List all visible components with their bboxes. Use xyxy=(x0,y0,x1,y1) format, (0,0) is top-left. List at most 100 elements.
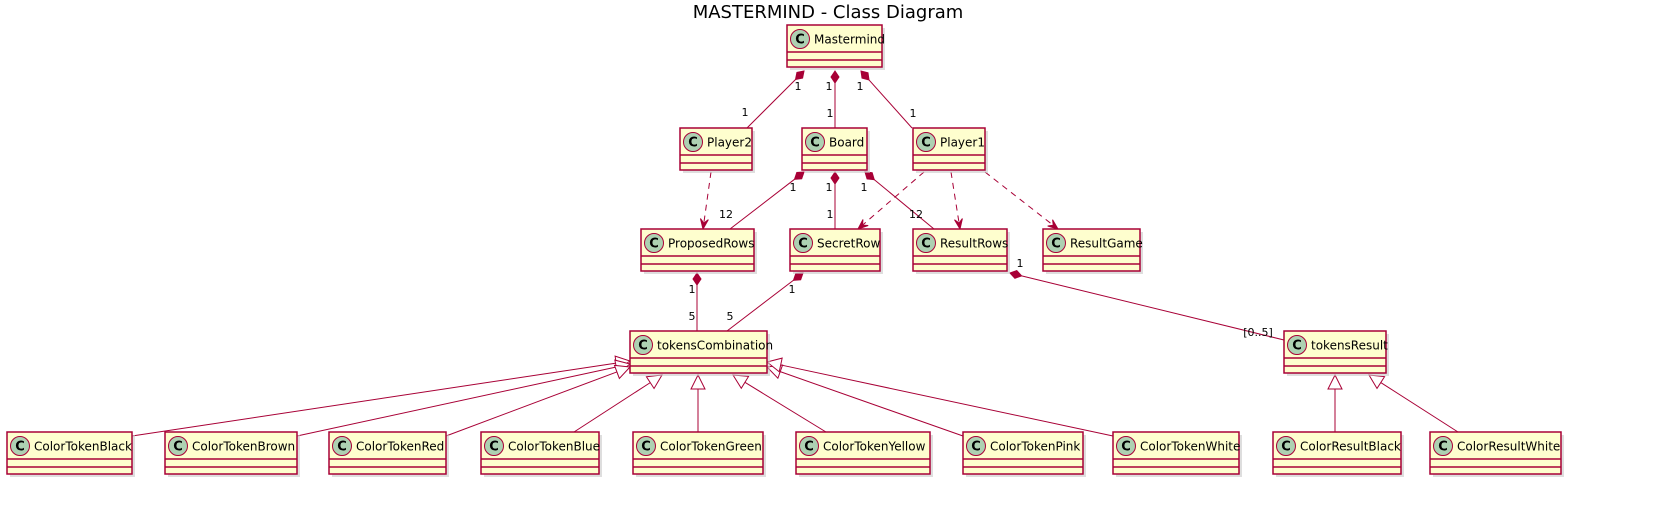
dependency-arrowhead xyxy=(954,218,963,231)
composition-line xyxy=(729,178,795,230)
class-stereotype-letter: C xyxy=(173,440,183,455)
class-stereotype-letter: C xyxy=(810,136,820,151)
inheritance-line xyxy=(1380,382,1459,433)
class-colorTokenYellow[interactable]: C ColorTokenYellow xyxy=(795,431,933,477)
class-stereotype-icon xyxy=(966,436,986,456)
relation-dependency-player1-resultRows xyxy=(950,171,963,231)
composition-diamond xyxy=(793,171,805,180)
dependency-arrowhead xyxy=(699,218,709,231)
multiplicity-label: 1 xyxy=(789,283,796,296)
relation-dependency-player1-secretRow xyxy=(856,171,925,230)
inheritance-line xyxy=(296,366,617,437)
relation-composition-secretRow-tokensCombination xyxy=(726,272,804,332)
composition-line xyxy=(873,179,935,230)
inheritance-line xyxy=(780,364,1114,437)
class-name: ColorTokenPink xyxy=(990,440,1080,454)
class-stereotype-letter: C xyxy=(1051,237,1061,252)
class-name: Mastermind xyxy=(814,33,885,47)
class-stereotype-letter: C xyxy=(971,440,981,455)
class-stereotype-letter: C xyxy=(15,440,25,455)
multiplicity-label: 1 xyxy=(790,181,797,194)
class-stereotype-icon xyxy=(636,436,656,456)
class-name: ResultGame xyxy=(1070,237,1143,251)
relation-inheritance-colorTokenRed-tokensCombination xyxy=(445,364,632,437)
multiplicity-label: 1 xyxy=(910,107,917,120)
relation-composition-proposedRows-tokensCombination xyxy=(692,272,702,331)
multiplicity-label: 12 xyxy=(909,208,923,221)
dependency-line xyxy=(702,171,712,230)
class-name: Player1 xyxy=(940,136,985,150)
multiplicity-label: 1 xyxy=(827,107,834,120)
class-stereotype-letter: C xyxy=(1281,440,1291,455)
multiplicity-label: 1 xyxy=(826,80,833,93)
class-colorTokenPink[interactable]: C ColorTokenPink xyxy=(962,431,1086,477)
composition-line xyxy=(746,79,796,129)
multiplicity-label: 12 xyxy=(719,208,733,221)
composition-diamond xyxy=(830,70,840,84)
composition-diamond xyxy=(692,272,702,286)
composition-diamond xyxy=(794,70,805,81)
class-stereotype-letter: C xyxy=(337,440,347,455)
class-stereotype-letter: C xyxy=(688,136,698,151)
class-name: ColorTokenRed xyxy=(356,440,444,454)
inheritance-line xyxy=(445,371,618,437)
class-stereotype-letter: C xyxy=(804,440,814,455)
class-board[interactable]: C Board xyxy=(801,127,870,173)
composition-diamond xyxy=(860,70,870,81)
class-stereotype-letter: C xyxy=(1121,440,1131,455)
inheritance-arrowhead xyxy=(765,357,783,373)
class-stereotype-icon xyxy=(1276,436,1296,456)
class-colorResultWhite[interactable]: C ColorResultWhite xyxy=(1429,431,1564,477)
class-resultGame[interactable]: C ResultGame xyxy=(1042,228,1143,274)
diagram-title: MASTERMIND - Class Diagram xyxy=(693,2,964,23)
class-stereotype-letter: C xyxy=(638,339,648,354)
class-stereotype-icon xyxy=(484,436,504,456)
relation-inheritance-colorTokenPink-tokensCombination xyxy=(765,364,964,437)
inheritance-arrowhead xyxy=(1368,374,1386,390)
relation-inheritance-colorTokenBrown-tokensCombination xyxy=(296,359,632,437)
relation-composition-mastermind-player2 xyxy=(746,70,805,129)
multiplicity-label: 1 xyxy=(742,106,749,119)
class-name: Board xyxy=(829,136,864,150)
class-colorTokenWhite[interactable]: C ColorTokenWhite xyxy=(1112,431,1242,477)
relation-composition-board-resultRows xyxy=(864,171,935,230)
inheritance-arrowhead xyxy=(1327,373,1343,390)
class-stereotype-icon xyxy=(332,436,352,456)
class-stereotype-icon xyxy=(683,132,703,152)
class-stereotype-letter: C xyxy=(798,237,808,252)
class-stereotype-letter: C xyxy=(1438,440,1448,455)
class-name: ColorTokenBlue xyxy=(508,440,600,454)
class-stereotype-icon xyxy=(1116,436,1136,456)
relation-inheritance-colorTokenWhite-tokensCombination xyxy=(765,357,1114,437)
dependency-line xyxy=(984,171,1059,230)
class-stereotype-icon xyxy=(790,29,810,49)
inheritance-line xyxy=(780,371,964,437)
inheritance-line xyxy=(573,382,651,433)
class-colorTokenRed[interactable]: C ColorTokenRed xyxy=(328,431,449,477)
class-name: ColorResultWhite xyxy=(1457,440,1560,454)
class-name: ColorTokenYellow xyxy=(823,440,926,454)
relation-composition-resultRows-tokensResult xyxy=(1009,269,1285,341)
inheritance-arrowhead xyxy=(690,373,706,390)
class-stereotype-icon xyxy=(916,132,936,152)
relation-inheritance-colorTokenBlack-tokensCombination xyxy=(131,355,632,437)
relations-layer xyxy=(131,70,1459,437)
class-stereotype-icon xyxy=(793,233,813,253)
dependency-line xyxy=(857,171,925,230)
class-name: ColorTokenWhite xyxy=(1140,440,1240,454)
relation-inheritance-colorResultBlack-tokensResult xyxy=(1327,373,1343,432)
